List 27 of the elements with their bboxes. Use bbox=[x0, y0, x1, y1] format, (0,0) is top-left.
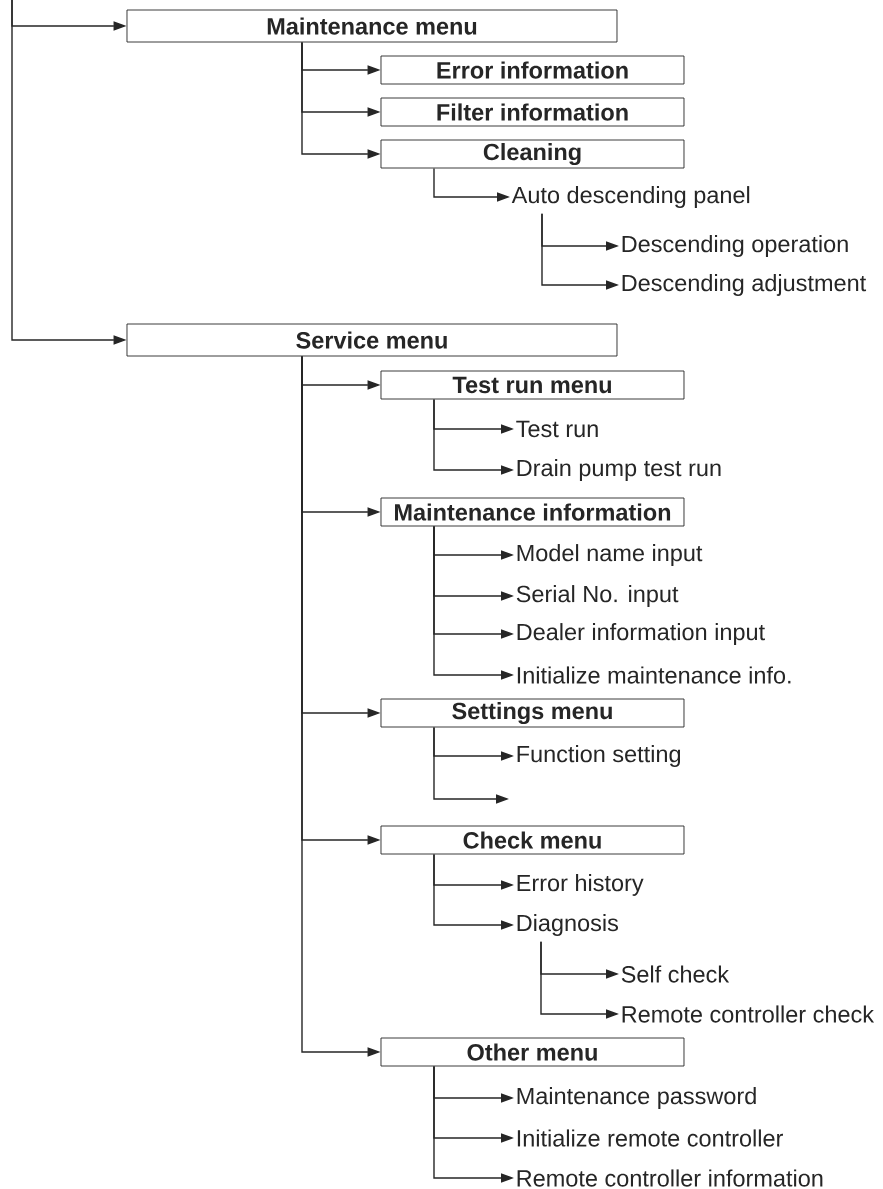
item-text: Model name input bbox=[517, 544, 703, 566]
menu-box: Error information bbox=[380, 55, 685, 85]
item-text: Error history bbox=[517, 874, 644, 896]
menu-box: Test run menu bbox=[380, 370, 685, 400]
menu-box: Cleaning bbox=[380, 139, 685, 169]
item-text: Test run bbox=[516, 420, 598, 438]
item-text: Auto descending panel bbox=[511, 186, 750, 208]
item-text: Function setting bbox=[517, 745, 681, 767]
item-text: Remote controller information bbox=[517, 1169, 823, 1187]
menu-box: Settings menu bbox=[380, 698, 685, 728]
menu-box: Check menu bbox=[380, 825, 685, 855]
item-text: Drain pump test run bbox=[517, 459, 721, 481]
item-text: Descending adjustment bbox=[622, 274, 867, 296]
item-text: Diagnosis bbox=[517, 914, 618, 936]
item-text: Remote controller check bbox=[622, 1005, 875, 1023]
menu-box: Maintenance information bbox=[380, 497, 685, 527]
item-text: Initialize maintenance info. bbox=[517, 666, 791, 684]
menu-box: Other menu bbox=[380, 1037, 685, 1067]
menu-box: Service menu bbox=[126, 323, 618, 357]
item-text: Maintenance password bbox=[517, 1087, 756, 1109]
item-text: Serial No. input bbox=[516, 585, 679, 607]
menu-box: Maintenance menu bbox=[126, 9, 618, 43]
item-text: Descending operation bbox=[622, 235, 848, 257]
menu-box: Filter information bbox=[380, 97, 685, 127]
item-text: Dealer information input bbox=[517, 623, 765, 645]
item-text: Self check bbox=[621, 965, 730, 983]
item-text: Initialize remote controller bbox=[517, 1129, 783, 1147]
